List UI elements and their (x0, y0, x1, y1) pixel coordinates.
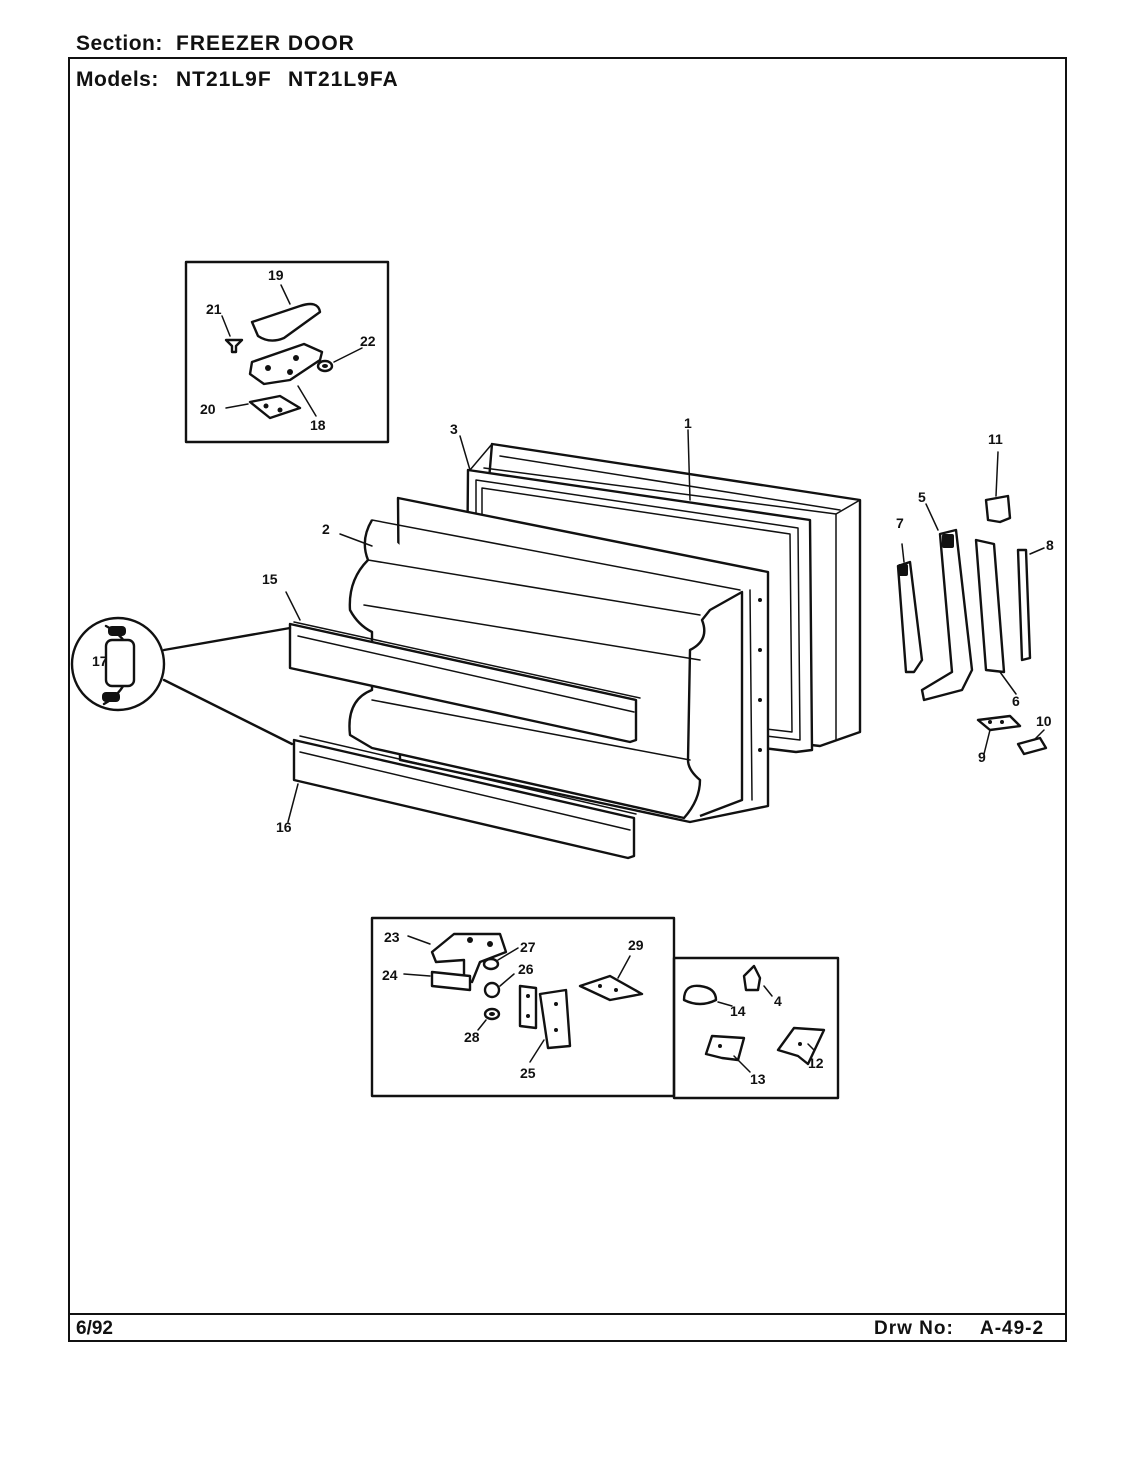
part-15-upper-rail (288, 621, 641, 744)
part-20-shim (248, 394, 302, 420)
part-13-clip (704, 1034, 746, 1062)
callout-11: 11 (988, 431, 1003, 447)
section-name: FREEZER DOOR (176, 32, 355, 55)
callout-25: 25 (520, 1065, 536, 1081)
callout-7: 7 (896, 515, 904, 531)
callout-21: 21 (206, 301, 222, 317)
callout-20: 20 (200, 401, 216, 417)
callout-19: 19 (268, 267, 284, 283)
part-19-hinge-cover (250, 302, 322, 342)
callout-24: 24 (382, 967, 398, 983)
part-10-cap (1016, 736, 1048, 756)
part-8-handle-insert (1016, 548, 1032, 662)
part-16-lower-rail (292, 735, 637, 860)
model-number: NT21L9F (176, 68, 272, 91)
part-7-handle-bracket (896, 560, 924, 674)
callout-10: 10 (1036, 713, 1052, 729)
part-11-end-cap (984, 494, 1012, 524)
callout-14: 14 (730, 1003, 746, 1019)
callout-27: 27 (520, 939, 536, 955)
callout-26: 26 (518, 961, 534, 977)
model-number: NT21L9FA (288, 68, 399, 91)
callout-9: 9 (978, 749, 986, 765)
part-6-handle-trim (974, 538, 1006, 674)
part-9-clip (976, 714, 1022, 732)
part-18-hinge-plate (248, 342, 324, 386)
section-label: Section: (76, 32, 163, 55)
part-27-washer (482, 957, 500, 971)
diagram-frame (68, 57, 1067, 1342)
footer-divider (68, 1313, 1067, 1315)
callout-16: 16 (276, 819, 292, 835)
callout-6: 6 (1012, 693, 1020, 709)
callout-12: 12 (808, 1055, 824, 1071)
drawing-date: 6/92 (76, 1318, 113, 1339)
drawing-number-label: Drw No: (874, 1318, 954, 1339)
callout-29: 29 (628, 937, 644, 953)
part-23-hinge (430, 932, 508, 984)
callout-23: 23 (384, 929, 400, 945)
callout-15: 15 (262, 571, 278, 587)
callout-13: 13 (750, 1071, 766, 1087)
inset-box-small-parts (672, 956, 840, 1100)
part-5-handle-bracket (920, 528, 974, 702)
callout-8: 8 (1046, 537, 1054, 553)
part-26-bushing (483, 981, 501, 999)
drawing-number: A-49-2 (980, 1318, 1045, 1339)
callout-22: 22 (360, 333, 376, 349)
part-12-clip (776, 1026, 826, 1066)
part-14-plug (682, 984, 718, 1006)
callout-28: 28 (464, 1029, 480, 1045)
part-21-screw (224, 338, 244, 354)
part-4-screw (742, 964, 762, 992)
part-17-rail-clip-detail (70, 616, 294, 746)
callout-1: 1 (684, 415, 692, 431)
part-22-washer (316, 359, 334, 373)
callout-18: 18 (310, 417, 326, 433)
models-label: Models: (76, 68, 159, 91)
part-29-hinge-bracket (578, 974, 644, 1002)
part-24-shim (430, 970, 472, 992)
part-28-washer (483, 1007, 501, 1021)
callout-2: 2 (322, 521, 330, 537)
callout-17: 17 (92, 653, 108, 669)
inset-box-hinge-top (184, 260, 390, 444)
callout-5: 5 (918, 489, 926, 505)
part-25-hinge-plate (518, 984, 572, 1050)
callout-3: 3 (450, 421, 458, 437)
part-2-door-liner (348, 496, 770, 824)
callout-4: 4 (774, 993, 782, 1009)
